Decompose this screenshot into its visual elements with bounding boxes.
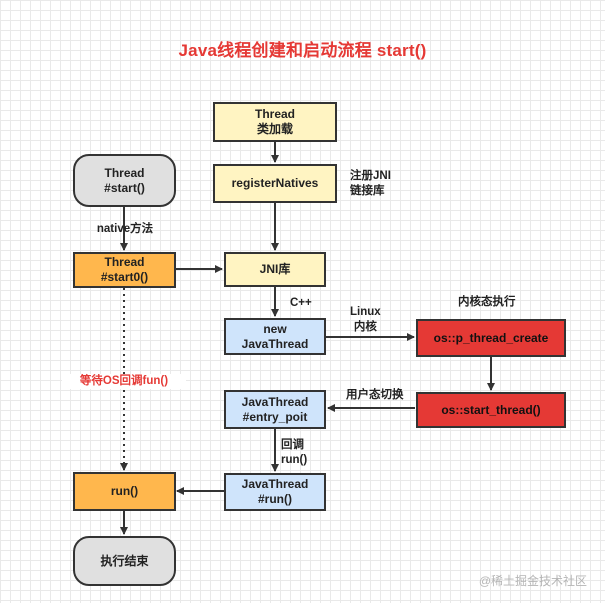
label-register-jni: 注册JNI 链接库 — [350, 170, 391, 197]
label-kernel-exec: 内核态执行 — [458, 296, 516, 308]
node-register-natives: registerNatives — [213, 164, 337, 203]
node-thread-class-load: Thread 类加载 — [213, 102, 337, 142]
label-user-mode-switch: 用户态切换 — [346, 389, 404, 401]
label-wait-os-callback: 等待OS回调fun() — [62, 374, 186, 389]
node-os-start-thread: os::start_thread() — [416, 392, 566, 428]
node-thread-start: Thread #start() — [73, 154, 176, 207]
node-thread-start0: Thread #start0() — [73, 252, 176, 288]
label-callback-run: 回调 run() — [281, 439, 308, 466]
label-native-method: native方法 — [96, 223, 154, 235]
node-javathread-entry-point: JavaThread #entry_poit — [224, 390, 326, 429]
diagram-title: Java线程创建和启动流程 start() — [178, 41, 427, 60]
node-os-pthread-create: os::p_thread_create — [416, 319, 566, 357]
node-new-javathread: new JavaThread — [224, 318, 326, 355]
node-jni-lib: JNI库 — [224, 252, 326, 287]
node-run: run() — [73, 472, 176, 511]
label-cpp: C++ — [290, 297, 312, 309]
label-linux-kernel: Linux 内核 — [350, 306, 381, 333]
node-javathread-run: JavaThread #run() — [224, 473, 326, 511]
node-execution-end: 执行结束 — [73, 536, 176, 586]
watermark: @稀土掘金技术社区 — [478, 574, 587, 588]
